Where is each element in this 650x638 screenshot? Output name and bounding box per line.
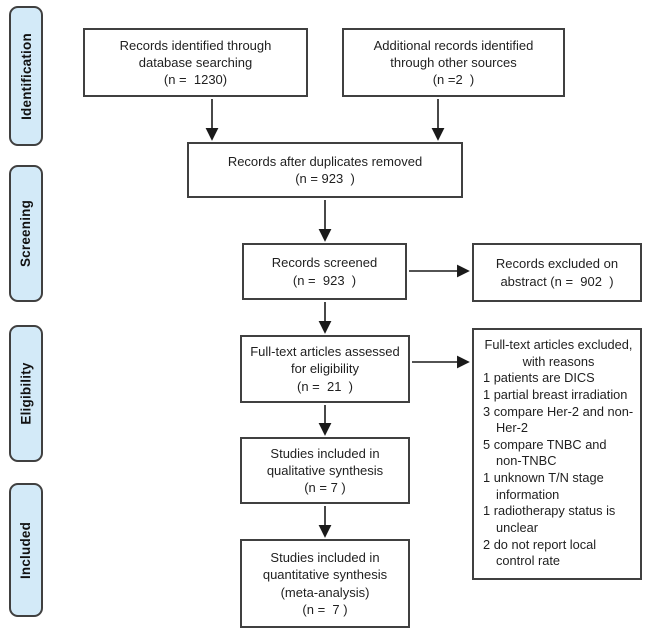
box-duplicates-removed: Records after duplicates removed (n = 92… xyxy=(187,142,463,198)
reason-text: compare TNBC and non-TNBC xyxy=(493,436,607,469)
exclusion-reason: 1 unknown T/N stage information xyxy=(483,470,634,503)
box-quantitative-line: quantitative synthesis xyxy=(262,567,388,583)
exclusion-reason: 1 partial breast irradiation xyxy=(483,387,634,404)
reason-count: 5 xyxy=(483,436,491,452)
reason-text: patients are DICS xyxy=(493,370,595,386)
box-additional-records-line: through other sources xyxy=(390,54,517,70)
box-qualitative-line: qualitative synthesis xyxy=(266,462,384,478)
box-records-identified-line: Records identified through xyxy=(119,37,272,53)
reason-text: unknown T/N stage information xyxy=(493,470,604,502)
stage-tab-eligibility: Eligibility xyxy=(9,325,43,462)
exclusion-reason: 2 do not report local control rate xyxy=(483,537,634,570)
box-fulltext-assessed-line: Full-text articles assessed xyxy=(250,344,400,360)
box-fulltext-excluded-title: with reasons xyxy=(522,353,595,369)
box-records-identified-line: database searching xyxy=(138,54,253,70)
box-duplicates-removed-count: (n = 923 ) xyxy=(295,171,355,186)
exclusion-reason: 3 compare Her-2 and non-Her-2 xyxy=(483,404,634,437)
box-quantitative-count: (n = 7 ) xyxy=(302,601,348,617)
reason-text: compare Her-2 and non-Her-2 xyxy=(493,403,634,436)
box-quantitative-line: (meta-analysis) xyxy=(280,584,370,600)
exclusion-reason: 5 compare TNBC and non-TNBC xyxy=(483,437,634,470)
box-duplicates-removed-line: Records after duplicates removed xyxy=(227,153,423,169)
reason-count: 3 xyxy=(483,403,491,419)
box-records-excluded-abstract-count: abstract (n = 902 ) xyxy=(500,273,614,289)
stage-tab-included: Included xyxy=(9,483,43,617)
reason-text: partial breast irradiation xyxy=(493,386,628,402)
box-records-excluded-abstract: Records excluded on abstract (n = 902 ) xyxy=(472,243,642,302)
stage-label-screening: Screening xyxy=(18,199,34,268)
box-additional-records-count: (n =2 ) xyxy=(432,72,475,88)
reason-count: 1 xyxy=(483,386,491,402)
box-qualitative-line: Studies included in xyxy=(270,445,380,461)
box-records-excluded-abstract-line: Records excluded on xyxy=(495,256,619,272)
box-records-screened-count: (n = 923 ) xyxy=(292,272,357,288)
stage-label-included: Included xyxy=(18,521,34,579)
reason-count: 1 xyxy=(483,503,491,519)
box-fulltext-assessed-line: for eligibility xyxy=(291,361,359,377)
exclusion-reason: 1 patients are DICS xyxy=(483,370,634,387)
box-qualitative-count: (n = 7 ) xyxy=(304,480,346,496)
stage-label-identification: Identification xyxy=(18,32,34,120)
reason-text: radiotherapy status is unclear xyxy=(493,503,616,535)
box-fulltext-excluded-title: Full-text articles excluded, xyxy=(484,337,633,352)
reason-text: do not report local control rate xyxy=(493,536,597,569)
reason-count: 2 xyxy=(483,536,491,552)
box-fulltext-assessed-count: (n = 21 ) xyxy=(297,378,353,394)
box-records-screened-line: Records screened xyxy=(271,255,378,271)
box-fulltext-excluded: Full-text articles excluded, with reason… xyxy=(472,328,642,580)
stage-tab-identification: Identification xyxy=(9,6,43,146)
box-additional-records-line: Additional records identified xyxy=(373,37,534,53)
box-records-screened: Records screened (n = 923 ) xyxy=(242,243,407,300)
box-fulltext-assessed: Full-text articles assessed for eligibil… xyxy=(240,335,410,403)
box-records-identified-count: (n = 1230) xyxy=(163,72,228,88)
reason-count: 1 xyxy=(483,470,491,485)
reason-count: 1 xyxy=(483,370,491,386)
box-qualitative-synthesis: Studies included in qualitative synthesi… xyxy=(240,437,410,504)
exclusion-reason: 1 radiotherapy status is unclear xyxy=(483,503,634,536)
box-quantitative-line: Studies included in xyxy=(270,550,380,566)
stage-tab-screening: Screening xyxy=(9,165,43,302)
box-additional-records: Additional records identified through ot… xyxy=(342,28,565,97)
box-records-identified: Records identified through database sear… xyxy=(83,28,308,97)
stage-label-eligibility: Eligibility xyxy=(18,362,34,425)
box-quantitative-synthesis: Studies included in quantitative synthes… xyxy=(240,539,410,628)
